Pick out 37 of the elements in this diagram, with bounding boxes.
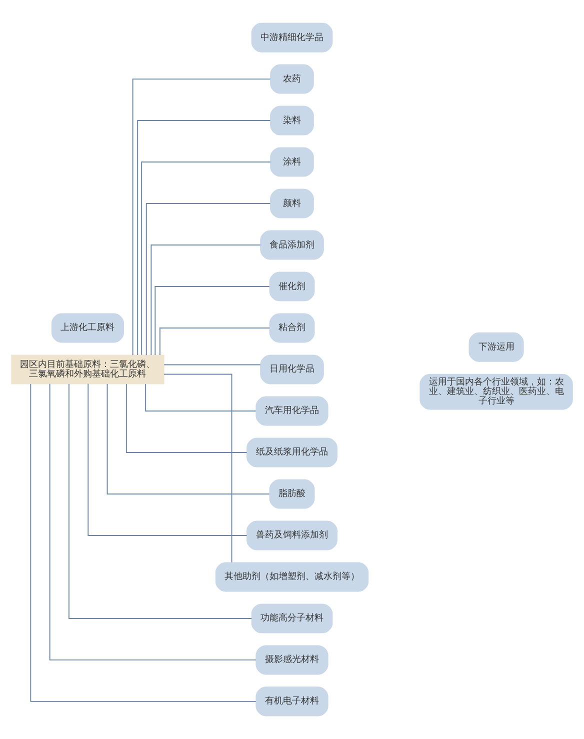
connector [159, 328, 270, 356]
node-box: 上游化工原料 [51, 313, 124, 343]
connector [49, 383, 256, 660]
connector [106, 384, 270, 494]
connector [126, 383, 248, 453]
node-box: 其他助剂（如增塑剂、减水剂等） [215, 562, 369, 592]
node-box: 摄影感光材料 [256, 645, 328, 675]
connector [145, 384, 256, 412]
connector [163, 374, 232, 563]
connector [132, 78, 271, 356]
connector [141, 162, 271, 356]
node-box: 园区内目前基础原料：三氯化磷、三氯氧磷和外购基础化工原料 [11, 354, 164, 384]
node-box: 农药 [270, 64, 314, 94]
node-box: 功能高分子材料 [251, 604, 333, 634]
node-box: 脂肪酸 [269, 479, 315, 509]
node-box: 催化剂 [269, 272, 315, 302]
node-box: 粘合剂 [269, 313, 315, 343]
node-box: 颜料 [270, 188, 314, 218]
connector [88, 383, 248, 536]
node-box: 下游运用 [468, 332, 524, 362]
node-box: 有机电子材料 [256, 686, 328, 716]
connector [137, 120, 271, 356]
connector [30, 384, 256, 702]
node-box: 运用于国内各个行业领域，如：农业、建筑业、纺织业、医药业、电子行业等 [420, 374, 573, 410]
node-box: 汽车用化学品 [256, 396, 328, 426]
node-box: 中游精细化学品 [251, 22, 333, 52]
connector [164, 364, 261, 366]
node-box: 兽药及饲料添加剂 [246, 520, 338, 550]
node-box: 纸及纸浆用化学品 [246, 438, 338, 468]
node-box: 涂料 [270, 147, 314, 177]
node-box: 染料 [270, 106, 314, 136]
connector [150, 244, 261, 356]
connector [68, 383, 252, 619]
node-box: 食品添加剂 [260, 230, 324, 260]
connector [146, 203, 271, 356]
node-box: 日用化学品 [260, 354, 324, 384]
connector [154, 286, 270, 356]
